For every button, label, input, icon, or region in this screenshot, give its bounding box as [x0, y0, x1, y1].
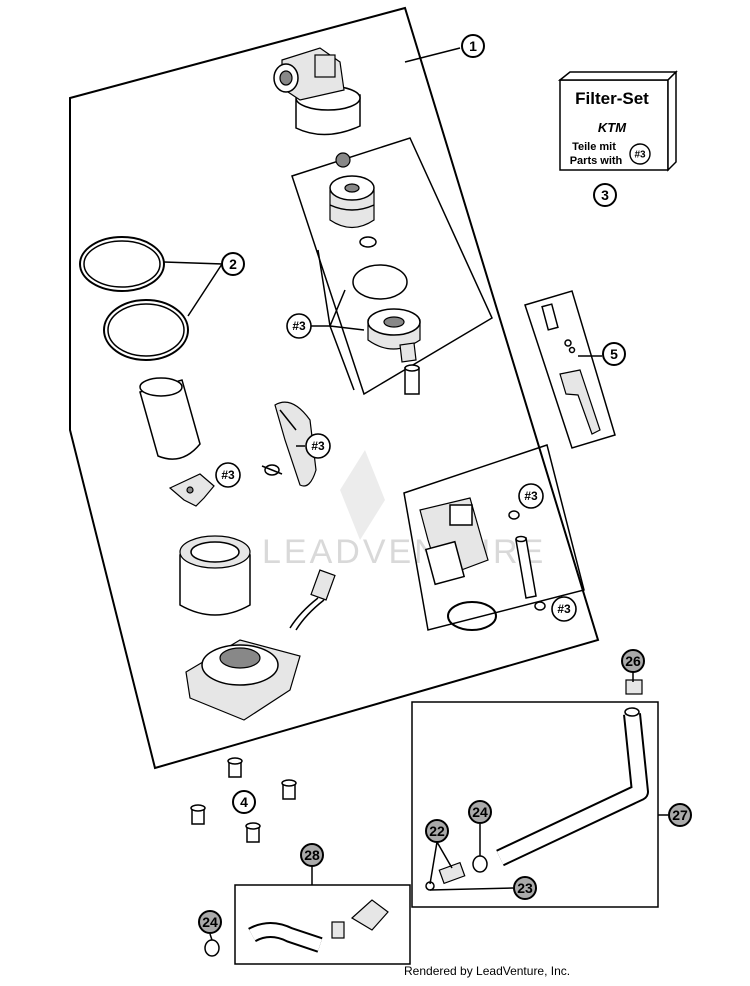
filter-set-box: Filter-Set KTM Teile mit Parts with #3	[557, 70, 678, 172]
callout-2[interactable]: 2	[221, 252, 245, 276]
ref-3-pump-rod[interactable]: #3	[551, 596, 577, 622]
pump-motor-part	[419, 497, 489, 586]
callout-27[interactable]: 27	[668, 803, 692, 827]
callout-5[interactable]: 5	[602, 342, 626, 366]
svg-text:24: 24	[472, 804, 488, 820]
connector-part	[289, 569, 336, 631]
oring-large-2-inner	[107, 303, 185, 357]
oring-large-1	[79, 236, 165, 292]
svg-text:2: 2	[229, 256, 237, 272]
pump-flange-part	[185, 639, 301, 721]
bracket-part	[168, 473, 215, 507]
filter-set-line2: Parts with	[570, 155, 623, 167]
svg-text:27: 27	[672, 807, 688, 823]
hose-clamp-part	[625, 679, 643, 695]
ref-3-strainer[interactable]: #3	[305, 433, 331, 459]
svg-text:#3: #3	[557, 602, 571, 616]
oring-large-1-inner	[83, 240, 161, 288]
svg-text:#3: #3	[221, 468, 235, 482]
leader-24b	[209, 933, 213, 941]
svg-text:4: 4	[240, 794, 248, 810]
pump-small-ring-1	[508, 510, 520, 520]
small-oring-part	[359, 236, 377, 248]
part-27-box	[411, 701, 659, 908]
clip-part	[261, 464, 283, 476]
fuel-pump-assembly-outline	[69, 6, 600, 770]
callout-4[interactable]: 4	[232, 790, 256, 814]
footer-credit: Rendered by LeadVenture, Inc.	[404, 964, 571, 978]
part-28-box	[234, 884, 411, 965]
leader-22	[429, 841, 453, 885]
watermark-text: LEADVENTURE	[262, 533, 546, 571]
svg-text:22: 22	[429, 823, 445, 839]
strainer-part	[274, 401, 317, 487]
callout-1[interactable]: 1	[461, 34, 485, 58]
svg-text:23: 23	[517, 880, 533, 896]
leader-23	[429, 887, 514, 891]
ref-3-bracket[interactable]: #3	[215, 462, 241, 488]
callout-26[interactable]: 26	[621, 649, 645, 673]
pump-rod-part	[515, 535, 537, 599]
filter-subgroup-outline	[291, 137, 493, 396]
watermark: LEADVENTURE	[262, 450, 546, 571]
svg-text:#3: #3	[524, 489, 538, 503]
callout-23[interactable]: 23	[513, 876, 537, 900]
svg-text:#3: #3	[311, 439, 325, 453]
svg-text:26: 26	[625, 653, 641, 669]
sealing-ring-part	[472, 855, 488, 873]
svg-text:3: 3	[601, 187, 609, 203]
svg-text:5: 5	[610, 346, 618, 362]
callout-28[interactable]: 28	[300, 843, 324, 867]
svg-text:24: 24	[202, 914, 218, 930]
bolt-parts	[190, 757, 297, 843]
sleeve-part	[139, 377, 201, 460]
oring-large-2	[103, 299, 189, 361]
fuel-filter-part	[329, 175, 375, 229]
filter-set-ref: #3	[634, 150, 646, 161]
svg-text:#3: #3	[292, 319, 306, 333]
filter-oring-part	[352, 264, 408, 300]
fuel-hose-part	[496, 707, 649, 867]
regulator-sleeve-part	[404, 364, 420, 395]
callout-24-bottom[interactable]: 24	[198, 910, 222, 934]
svg-text:1: 1	[469, 38, 477, 54]
pump-subgroup-outline	[403, 444, 585, 631]
hose-28-part	[248, 899, 389, 953]
pressure-regulator-part	[367, 308, 421, 363]
svg-text:28: 28	[304, 847, 320, 863]
callout-24[interactable]: 24	[468, 800, 492, 824]
leader-3-group	[292, 249, 365, 391]
filter-set-title: Filter-Set	[575, 89, 649, 108]
leader-1	[404, 47, 461, 63]
callout-22[interactable]: 22	[425, 819, 449, 843]
part-5-outline	[524, 290, 616, 449]
pump-oring-part	[447, 601, 497, 631]
filter-nut-part	[335, 152, 351, 168]
pump-head-part	[273, 47, 361, 136]
filter-set-brand: KTM	[598, 120, 627, 135]
sealing-ring-bottom-part	[204, 939, 220, 957]
ref-3-pump-ring[interactable]: #3	[518, 483, 544, 509]
part-5-pieces	[541, 303, 601, 435]
pump-housing-part	[179, 535, 251, 616]
ref-3-filter-group[interactable]: #3	[286, 313, 312, 339]
callout-3[interactable]: 3	[593, 183, 617, 207]
filter-set-line1: Teile mit	[572, 141, 616, 153]
pump-small-ring-2	[534, 601, 546, 611]
